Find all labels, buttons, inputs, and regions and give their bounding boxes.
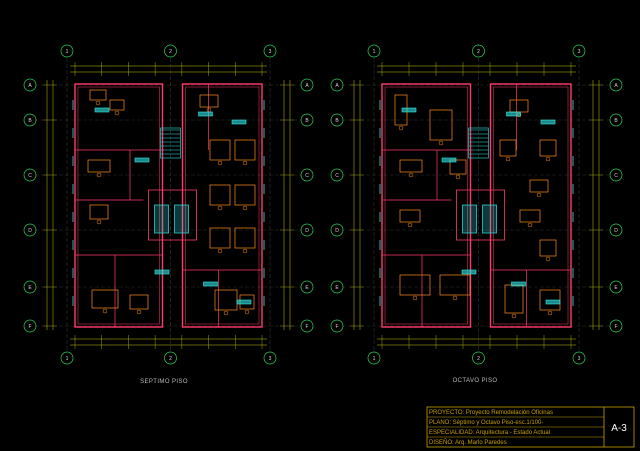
grid-bubble-row xyxy=(330,280,344,294)
grid-label-col: 2 xyxy=(477,356,480,362)
grid-bubble-col xyxy=(164,44,177,58)
grid-bubble-row xyxy=(609,168,623,182)
grid-bubble-row xyxy=(330,319,344,333)
title-block: PROYECTO: Proyecto Remodelación Oficinas… xyxy=(426,406,635,448)
grid-label-row: D xyxy=(305,228,309,234)
grid-bubble-row xyxy=(330,78,344,92)
grid-label-row: F xyxy=(305,324,308,330)
grid-bubble-col xyxy=(60,44,74,58)
grid-label-row: D xyxy=(614,228,618,234)
grid-bubble-col xyxy=(472,351,485,365)
grid-label-col: 2 xyxy=(169,356,172,362)
grid-bubble-col xyxy=(472,44,485,58)
grid-label-row: C xyxy=(28,173,32,179)
grid-bubble-row xyxy=(609,319,623,333)
grid-label-row: F xyxy=(614,324,617,330)
grid-bubble-row xyxy=(609,223,623,237)
grid-bubble-row xyxy=(23,223,37,237)
grid-label-col: 3 xyxy=(269,49,272,55)
grid-bubble-row xyxy=(300,280,314,294)
grid-bubble-row xyxy=(300,319,314,333)
grid-bubble-col xyxy=(164,351,177,365)
grid-label-row: F xyxy=(335,324,338,330)
grid-bubble-col xyxy=(263,44,277,58)
grid-label-row: E xyxy=(28,285,32,291)
grid-label-row: B xyxy=(305,118,309,124)
grid-bubble-row xyxy=(300,168,314,182)
plan-caption-7: SEPTIMO PISO xyxy=(140,379,188,385)
grid-label-row: D xyxy=(28,228,32,234)
sheet-number: A-3 xyxy=(611,423,627,434)
grid-bubble-row xyxy=(609,78,623,92)
grid-bubble-row xyxy=(300,113,314,127)
grid-bubble-col xyxy=(60,351,74,365)
plan-caption-8: OCTAVO PISO xyxy=(453,378,498,384)
grid-bubble-row xyxy=(23,168,37,182)
grid-bubble-row xyxy=(23,78,37,92)
grid-bubble-row xyxy=(300,78,314,92)
grid-label-col: 3 xyxy=(578,49,581,55)
grid-bubble-row xyxy=(330,168,344,182)
grid-label-col: 2 xyxy=(169,49,172,55)
grid-label-row: E xyxy=(614,285,618,291)
grid-label-row: A xyxy=(305,83,309,89)
grid-label-row: E xyxy=(305,285,309,291)
title-proyecto: PROYECTO: Proyecto Remodelación Oficinas xyxy=(429,410,553,416)
grid-label-row: F xyxy=(28,324,31,330)
grid-label-row: A xyxy=(335,83,339,89)
grid-label-row: D xyxy=(335,228,339,234)
grid-label-col: 1 xyxy=(373,356,376,362)
grid-bubble-col xyxy=(572,351,586,365)
grid-label-row: B xyxy=(614,118,618,124)
grid-bubble-row xyxy=(23,280,37,294)
title-plano: PLANO: Séptimo y Octavo Piso-esc.1/100- xyxy=(429,420,543,426)
grid-bubble-row xyxy=(300,223,314,237)
grid-label-row: C xyxy=(614,173,618,179)
grid-label-row: A xyxy=(28,83,32,89)
grid-label-row: E xyxy=(335,285,339,291)
title-especialidad: ESPECIALIDAD: Arquitectura - Estado Actu… xyxy=(429,430,550,436)
grid-bubble-col xyxy=(572,44,586,58)
title-diseno: DISEÑO: Arq. Marlo Paredes xyxy=(429,439,507,446)
grid-bubble-row xyxy=(330,113,344,127)
grid-label-row: B xyxy=(335,118,339,124)
grid-label-col: 1 xyxy=(66,49,69,55)
grid-bubble-row xyxy=(609,113,623,127)
grid-bubble-col xyxy=(367,44,381,58)
grid-label-row: C xyxy=(335,173,339,179)
grid-label-row: C xyxy=(305,173,309,179)
grid-bubble-row xyxy=(330,223,344,237)
grid-label-row: B xyxy=(28,118,32,124)
grid-label-col: 1 xyxy=(66,356,69,362)
grid-label-col: 1 xyxy=(373,49,376,55)
grid-bubble-col xyxy=(263,351,277,365)
grid-bubble-col xyxy=(367,351,381,365)
grid-label-col: 2 xyxy=(477,49,480,55)
grid-bubble-row xyxy=(609,280,623,294)
grid-label-col: 3 xyxy=(269,356,272,362)
grid-label-col: 3 xyxy=(578,356,581,362)
grid-label-row: A xyxy=(614,83,618,89)
grid-bubble-row xyxy=(23,319,37,333)
grid-bubble-row xyxy=(23,113,37,127)
